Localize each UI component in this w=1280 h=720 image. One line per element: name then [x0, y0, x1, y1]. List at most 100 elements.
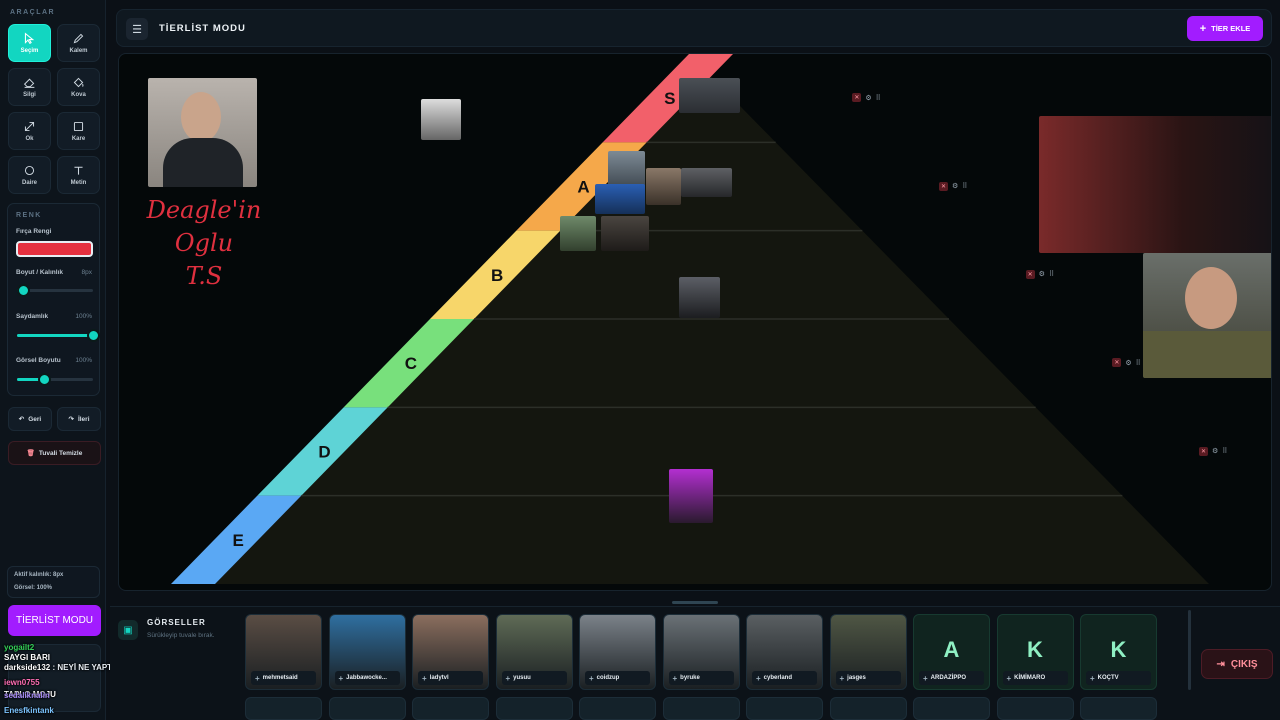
gallery-image-card[interactable]: +jasges [829, 614, 907, 690]
tool-circle[interactable]: Daire [8, 156, 51, 194]
chat-user: SAYGI BARI [4, 653, 50, 662]
gallery-image-card[interactable]: +yusuu [495, 614, 573, 690]
add-tier-button[interactable]: +TİER EKLE [1187, 16, 1263, 41]
redo-button[interactable]: ↷İleri [57, 407, 101, 431]
gallery-card-row2[interactable] [829, 697, 907, 720]
placed-image[interactable] [148, 78, 257, 187]
color-section-title: RENK [16, 212, 42, 219]
drag-handle-icon[interactable]: ⠿ [875, 94, 881, 102]
undo-label: Geri [28, 415, 42, 423]
size-value: 8px [81, 269, 92, 276]
status-thickness: Aktif kalınlık: 8px [14, 572, 64, 578]
opacity-slider-knob[interactable] [87, 329, 100, 342]
list-icon: ☰ [126, 18, 148, 40]
tool-select[interactable]: Seçim [8, 24, 51, 62]
settings-icon[interactable]: ⚙ [1212, 448, 1219, 455]
gallery-card-row2[interactable] [662, 697, 740, 720]
gallery-image-card[interactable]: +coidzup [579, 614, 656, 690]
gallery-image-name: KİMİMARO [1014, 675, 1046, 681]
gallery-card-row2[interactable] [579, 697, 656, 720]
placed-image[interactable] [608, 151, 645, 188]
drag-handle-icon[interactable]: ⠿ [1048, 271, 1055, 279]
tier-band-c[interactable] [343, 319, 474, 408]
gallery-image-card[interactable]: +Jabbawocke... [328, 614, 406, 690]
gallery-card-row2[interactable] [328, 697, 406, 720]
undo-icon: ↶ [18, 416, 25, 423]
placed-image[interactable] [681, 168, 732, 197]
size-slider-knob[interactable] [17, 284, 31, 297]
delete-tier-button[interactable]: ✕ [1199, 446, 1208, 456]
drag-handle-icon[interactable]: ⠿ [1222, 448, 1228, 455]
image-size-slider[interactable] [17, 373, 93, 386]
settings-icon[interactable]: ⚙ [952, 183, 959, 190]
gallery-image-label: +yusuu [501, 671, 567, 685]
placed-image[interactable] [601, 216, 649, 251]
square-icon [73, 121, 84, 132]
placed-image[interactable] [679, 78, 740, 113]
tier-controls: ✕ ⚙⠿ [939, 181, 968, 191]
secondary-mode-button[interactable] [8, 644, 101, 712]
settings-icon[interactable]: ⚙ [865, 94, 872, 102]
brush-color-swatch[interactable] [16, 241, 93, 257]
gallery-card-row2[interactable] [746, 697, 823, 720]
tool-eraser-label: Silgi [23, 92, 36, 98]
tool-rectangle[interactable]: Kare [57, 112, 100, 150]
placed-image[interactable] [646, 168, 681, 205]
plus-icon: + [1199, 22, 1207, 35]
placed-image[interactable] [595, 184, 645, 214]
gallery-scrollbar[interactable] [1188, 610, 1191, 690]
opacity-slider[interactable] [17, 329, 100, 342]
settings-icon[interactable]: ⚙ [1038, 271, 1045, 279]
gallery-card-row2[interactable] [245, 697, 322, 720]
tool-pen[interactable]: Kalem [57, 24, 100, 62]
tool-eraser[interactable]: Silgi [8, 68, 51, 106]
tier-band-s[interactable] [602, 54, 733, 143]
placed-image[interactable] [1143, 253, 1271, 378]
gallery-letter-card[interactable]: K+KİMİMARO [996, 614, 1074, 690]
tier-band-e[interactable] [171, 495, 302, 584]
gallery-card-row2[interactable] [412, 697, 489, 720]
gallery-card-row2[interactable] [495, 697, 573, 720]
cursor-icon [24, 32, 35, 45]
tierlist-mode-button[interactable]: TİERLİST MODU [8, 605, 101, 636]
gallery-image-name: coidzup [596, 675, 620, 681]
tool-arrow[interactable]: Ok [8, 112, 51, 150]
tier-band-b[interactable] [430, 230, 561, 319]
tool-pen-label: Kalem [69, 48, 88, 54]
drag-handle-icon[interactable]: ⠿ [1135, 359, 1141, 367]
gallery-image-name: yusuu [513, 675, 531, 681]
placed-image[interactable] [679, 277, 720, 318]
tool-bucket[interactable]: Kova [57, 68, 100, 106]
delete-tier-button[interactable]: ✕ [1112, 358, 1122, 368]
image-size-slider-knob[interactable] [37, 373, 51, 386]
size-label: Boyut / Kalınlık [16, 269, 63, 276]
delete-tier-button[interactable]: ✕ [852, 93, 862, 103]
delete-tier-button[interactable]: ✕ [1025, 269, 1035, 279]
tool-bucket-label: Kova [71, 92, 86, 98]
exit-button[interactable]: ⇥ÇIKIŞ [1201, 649, 1273, 679]
gallery-image-card[interactable]: +byruke [662, 614, 740, 690]
placed-image[interactable] [669, 469, 713, 523]
settings-icon[interactable]: ⚙ [1125, 359, 1132, 367]
gallery-card-row2[interactable] [1080, 697, 1157, 720]
clear-canvas-button[interactable]: 🗑Tuvali Temizle [8, 441, 101, 465]
tier-band-d[interactable] [257, 407, 388, 496]
drag-handle-icon[interactable]: ⠿ [962, 183, 968, 190]
size-slider[interactable] [17, 284, 93, 297]
tool-text[interactable]: Metin [57, 156, 100, 194]
gallery-image-card[interactable]: +cyberland [746, 614, 823, 690]
gallery-card-row2[interactable] [996, 697, 1074, 720]
gallery-image-card[interactable]: +ladytvl [412, 614, 489, 690]
gallery-letter-card[interactable]: A+ARDAZİPPO [913, 614, 990, 690]
placed-image[interactable] [560, 216, 596, 251]
undo-button[interactable]: ↶Geri [8, 407, 52, 431]
delete-tier-button[interactable]: ✕ [939, 181, 948, 191]
gallery-card-row2[interactable] [913, 697, 990, 720]
gallery-letter-card[interactable]: K+KOÇTV [1080, 614, 1157, 690]
chat-user: yogailt2 [4, 643, 35, 652]
gallery-image-card[interactable]: +mehmetsaid [245, 614, 322, 690]
placed-image[interactable] [421, 99, 461, 140]
panel-resize-handle[interactable] [672, 601, 718, 604]
tier-controls: ✕⚙⠿ [1025, 269, 1055, 279]
